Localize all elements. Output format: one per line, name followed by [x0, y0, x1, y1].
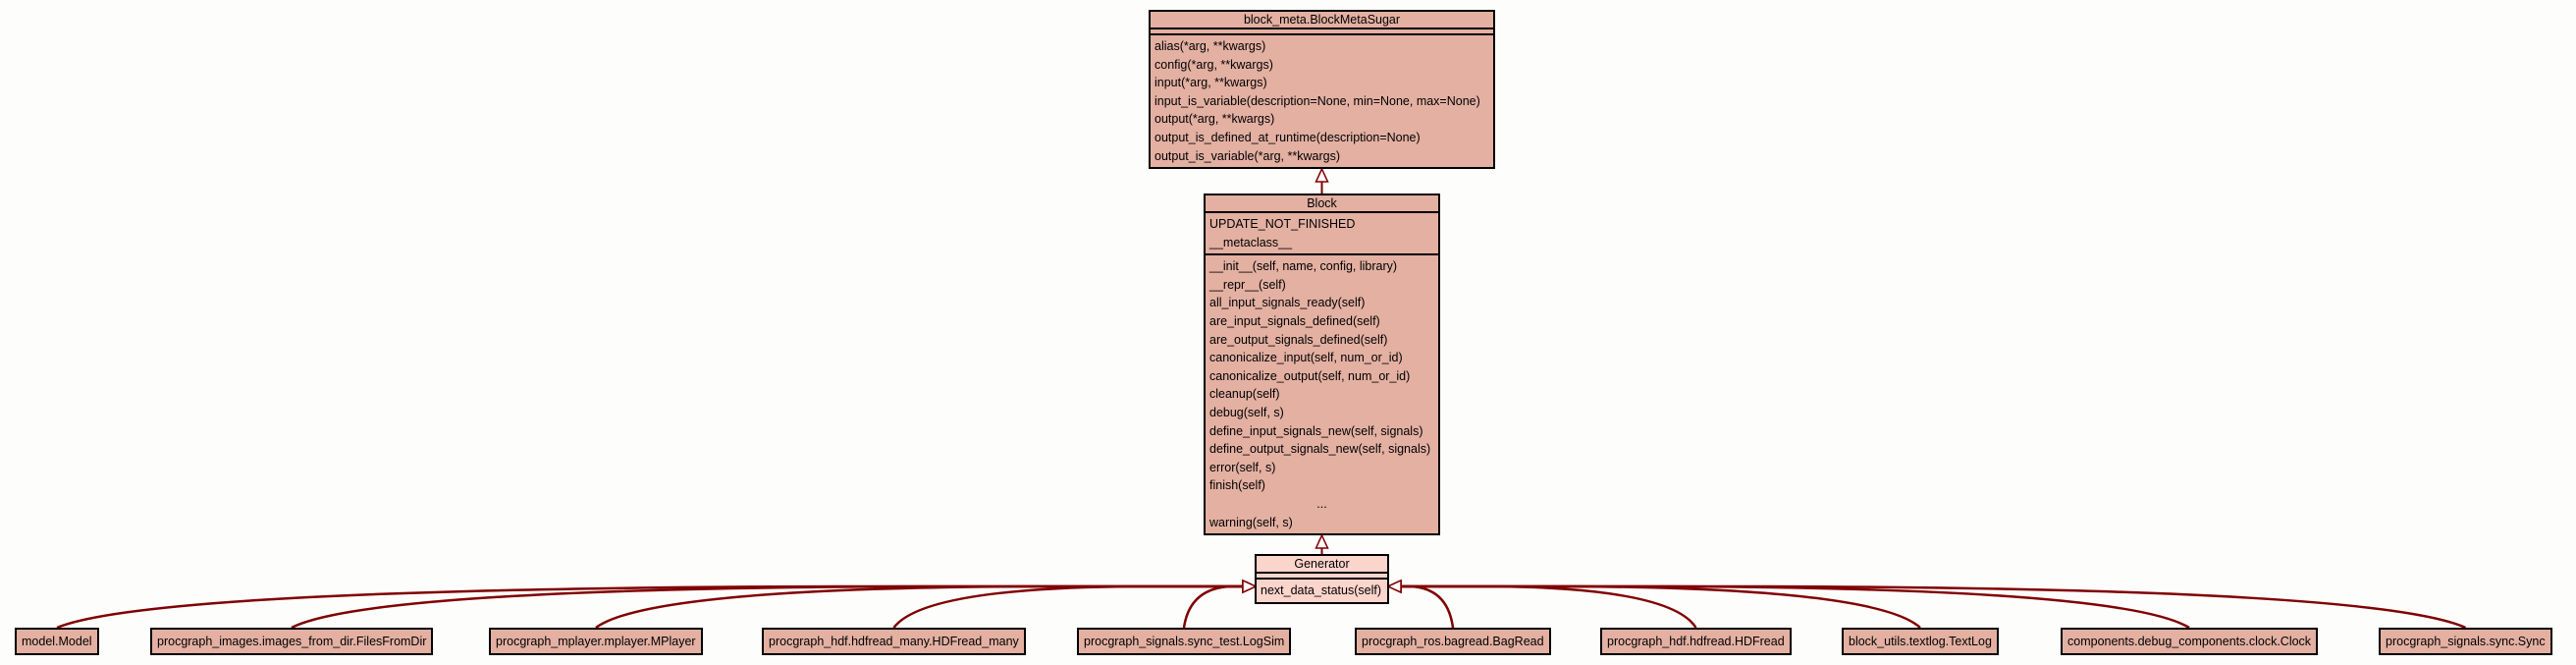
- inheritance-arrowhead: [1315, 533, 1329, 549]
- method-entry: define_input_signals_new(self, signals): [1209, 423, 1423, 438]
- subclass-box: components.debug_components.clock.Clock: [2061, 628, 2319, 655]
- subclass-box: procgraph_signals.sync_test.LogSim: [1077, 628, 1292, 655]
- class-block: Block UPDATE_NOT_FINISHED __metaclass__ _…: [1204, 194, 1440, 536]
- subclass-box: procgraph_hdf.hdfread_many.HDFread_many: [762, 628, 1026, 655]
- class-title: block_meta.BlockMetaSugar: [1151, 12, 1493, 29]
- method-entry: warning(self, s): [1209, 515, 1293, 529]
- method-entry: ...: [1316, 496, 1327, 511]
- subclass-box: procgraph_ros.bagread.BagRead: [1355, 628, 1551, 655]
- edge-subclass-to-generator: [1182, 584, 1243, 629]
- method-section: __init__(self, name, config, library) __r…: [1206, 255, 1438, 533]
- method-entry: output(*arg, **kwargs): [1154, 112, 1275, 127]
- method-entry: all_input_signals_ready(self): [1209, 296, 1366, 310]
- method-section: next_data_status(self): [1257, 580, 1387, 602]
- edge-subclass-to-generator: [1401, 584, 2467, 630]
- class-title: Block: [1206, 195, 1438, 213]
- attribute-entry: __metaclass__: [1209, 235, 1293, 249]
- class-generator: Generator next_data_status(self): [1255, 554, 1389, 604]
- method-entry: error(self, s): [1209, 460, 1276, 474]
- method-entry: canonicalize_input(self, num_or_id): [1209, 351, 1403, 365]
- subclass-box: procgraph_images.images_from_dir.FilesFr…: [150, 628, 434, 655]
- edge-subclass-to-generator: [595, 584, 1243, 630]
- subclass-box: procgraph_signals.sync.Sync: [2379, 628, 2552, 655]
- edge-subclass-to-generator: [56, 584, 1243, 630]
- class-block-meta-sugar: block_meta.BlockMetaSugar alias(*arg, **…: [1149, 10, 1495, 170]
- method-entry: alias(*arg, **kwargs): [1154, 39, 1266, 53]
- subclass-box: model.Model: [15, 628, 99, 655]
- method-entry: cleanup(self): [1209, 387, 1280, 402]
- method-entry: next_data_status(self): [1261, 583, 1381, 597]
- attribute-section: [1257, 574, 1387, 580]
- subclass-box: procgraph_hdf.hdfread.HDFread: [1600, 628, 1792, 655]
- method-entry: are_input_signals_defined(self): [1209, 313, 1380, 328]
- method-entry: canonicalize_output(self, num_or_id): [1209, 368, 1411, 383]
- inheritance-arrowhead: [1315, 167, 1329, 183]
- edge-subclass-to-generator: [1401, 584, 1697, 629]
- method-entry: debug(self, s): [1209, 405, 1284, 419]
- inheritance-arrowhead: [1386, 579, 1402, 594]
- method-section: alias(*arg, **kwargs) config(*arg, **kwar…: [1151, 35, 1493, 167]
- method-entry: output_is_defined_at_runtime(description…: [1154, 130, 1421, 144]
- attribute-section: [1151, 29, 1493, 35]
- attribute-entry: UPDATE_NOT_FINISHED: [1209, 217, 1356, 231]
- method-entry: input_is_variable(description=None, min=…: [1154, 93, 1480, 108]
- attribute-section: UPDATE_NOT_FINISHED __metaclass__: [1206, 213, 1438, 256]
- method-entry: output_is_variable(*arg, **kwargs): [1154, 148, 1340, 163]
- method-entry: are_output_signals_defined(self): [1209, 332, 1388, 347]
- inheritance-arrowhead: [1242, 579, 1258, 594]
- edge-subclass-to-generator: [1401, 584, 2190, 630]
- method-entry: finish(self): [1209, 478, 1265, 493]
- method-entry: input(*arg, **kwargs): [1154, 76, 1267, 90]
- method-entry: define_output_signals_new(self, signals): [1209, 442, 1431, 457]
- method-entry: config(*arg, **kwargs): [1154, 57, 1273, 72]
- class-title: Generator: [1257, 556, 1387, 574]
- subclass-box: procgraph_mplayer.mplayer.MPlayer: [489, 628, 703, 655]
- edge-subclass-to-generator: [1401, 584, 1455, 629]
- edge-subclass-to-generator: [1401, 584, 1921, 629]
- subclass-box: block_utils.textlog.TextLog: [1842, 628, 1999, 655]
- method-entry: __repr__(self): [1209, 277, 1286, 292]
- method-entry: __init__(self, name, config, library): [1209, 259, 1398, 274]
